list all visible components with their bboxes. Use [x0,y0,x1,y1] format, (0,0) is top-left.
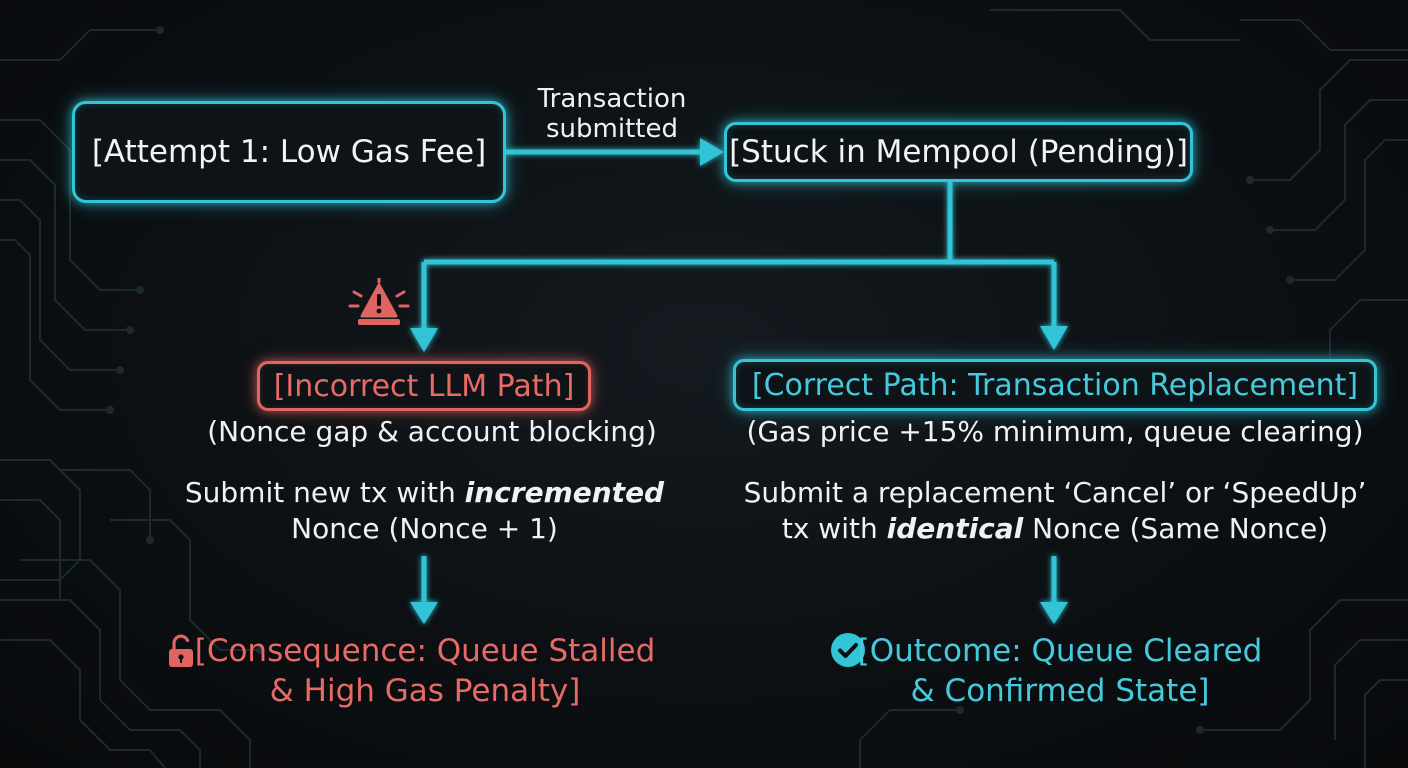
arrowhead-right-result [1040,602,1068,624]
node-attempt: [Attempt 1: Low Gas Fee] [72,101,506,203]
edge-label: Transaction submitted [522,84,702,144]
right-branch-result: [Outcome: Queue Cleared & Confirmed Stat… [835,631,1285,711]
node-incorrect-path: [Incorrect LLM Path] [257,361,591,411]
arrowhead-incorrect [410,328,438,352]
arrowhead-correct [1040,326,1068,350]
right-action-line2: tx with identical Nonce (Same Nonce) [720,511,1390,547]
edge-label-line1: Transaction [537,84,687,114]
right-result-line2: & Confirmed State] [910,673,1210,709]
right-result-line1: [Outcome: Queue Cleared [857,633,1263,669]
left-action-prefix: Submit new tx with [184,476,465,509]
unlocked-padlock-icon [169,634,193,667]
left-result-line2: & High Gas Penalty] [269,673,581,709]
arrowhead-left-result [410,602,438,624]
node-stuck-label: [Stuck in Mempool (Pending)] [729,134,1188,170]
left-action-emphasis: incremented [464,476,665,509]
right-branch-note: (Gas price +15% minimum, queue clearing) [746,415,1364,448]
right-branch-action: Submit a replacement ‘Cancel’ or ‘SpeedU… [720,475,1390,547]
right-action-prefix: tx with [781,512,887,545]
left-branch-note: (Nonce gap & account blocking) [207,415,657,448]
right-action-emphasis: identical [886,512,1024,545]
node-correct-path: [Correct Path: Transaction Replacement] [733,359,1377,411]
left-branch-result: [Consequence: Queue Stalled & High Gas P… [180,631,670,711]
left-branch-action: Submit new tx with incremented Nonce (No… [162,475,687,547]
arrowhead-stuck [700,138,724,166]
check-circle-icon [831,633,865,667]
right-action-line1: Submit a replacement ‘Cancel’ or ‘SpeedU… [743,476,1367,509]
left-action-line1: Submit new tx with incremented [162,475,687,511]
left-action-line2: Nonce (Nonce + 1) [291,512,558,545]
edge-label-line2: submitted [546,114,678,144]
left-result-line1: [Consequence: Queue Stalled [194,633,656,669]
warning-triangle-icon [348,278,410,325]
right-action-suffix: Nonce (Same Nonce) [1023,512,1329,545]
node-incorrect-label: [Incorrect LLM Path] [273,368,575,404]
node-correct-label: [Correct Path: Transaction Replacement] [751,367,1359,403]
node-attempt-label: [Attempt 1: Low Gas Fee] [91,134,487,170]
node-stuck: [Stuck in Mempool (Pending)] [724,122,1193,182]
